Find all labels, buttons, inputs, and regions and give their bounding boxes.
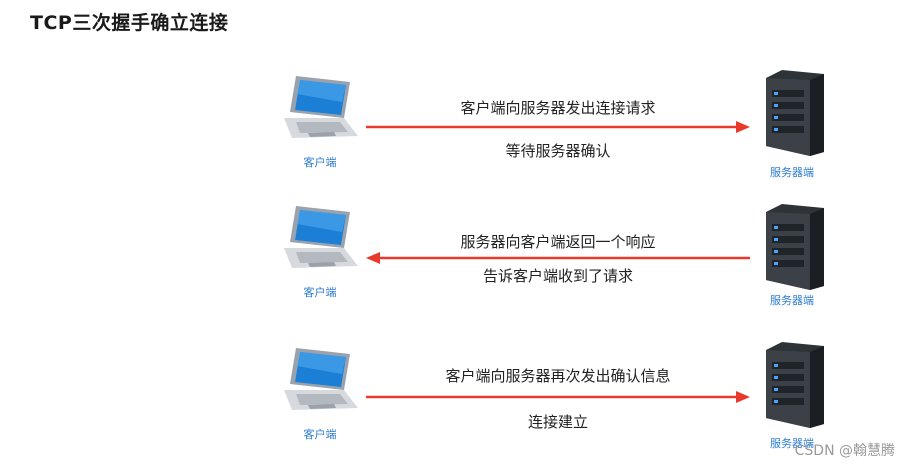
server-icon bbox=[766, 70, 824, 156]
client-label: 客户端 bbox=[303, 286, 337, 299]
handshake-step-1: 客户端 客户端向服务器发出连接请求 等待服务器确认 服务器端 bbox=[0, 0, 907, 179]
handshake-step-2: 客户端 服务器向客户端返回一个响应 告诉客户端收到了请求 服务器端 bbox=[0, 130, 907, 307]
message-top: 客户端向服务器发出连接请求 bbox=[460, 99, 656, 117]
message-top: 客户端向服务器再次发出确认信息 bbox=[445, 367, 671, 385]
server-label: 服务器端 bbox=[770, 294, 814, 307]
laptop-icon bbox=[284, 348, 358, 410]
server-label: 服务器端 bbox=[770, 166, 814, 179]
arrow-right-icon bbox=[366, 121, 750, 133]
arrow-left-icon bbox=[366, 252, 750, 264]
laptop-icon bbox=[284, 76, 358, 138]
watermark: CSDN @翰慧腾 bbox=[794, 443, 895, 459]
laptop-icon bbox=[284, 206, 358, 268]
client-label: 客户端 bbox=[303, 156, 337, 169]
message-bottom: 等待服务器确认 bbox=[505, 142, 611, 160]
message-bottom: 连接建立 bbox=[527, 413, 588, 431]
server-icon bbox=[766, 342, 824, 428]
server-icon bbox=[766, 204, 824, 290]
handshake-step-3: 客户端 客户端向服务器再次发出确认信息 连接建立 服务器端 bbox=[0, 270, 907, 450]
diagram-title: TCP三次握手确立连接 bbox=[30, 12, 229, 34]
client-label: 客户端 bbox=[303, 428, 337, 441]
arrow-right-icon bbox=[366, 391, 750, 403]
message-top: 服务器向客户端返回一个响应 bbox=[460, 233, 656, 251]
message-bottom: 告诉客户端收到了请求 bbox=[482, 267, 633, 285]
server-label: 服务器端 bbox=[770, 437, 814, 450]
